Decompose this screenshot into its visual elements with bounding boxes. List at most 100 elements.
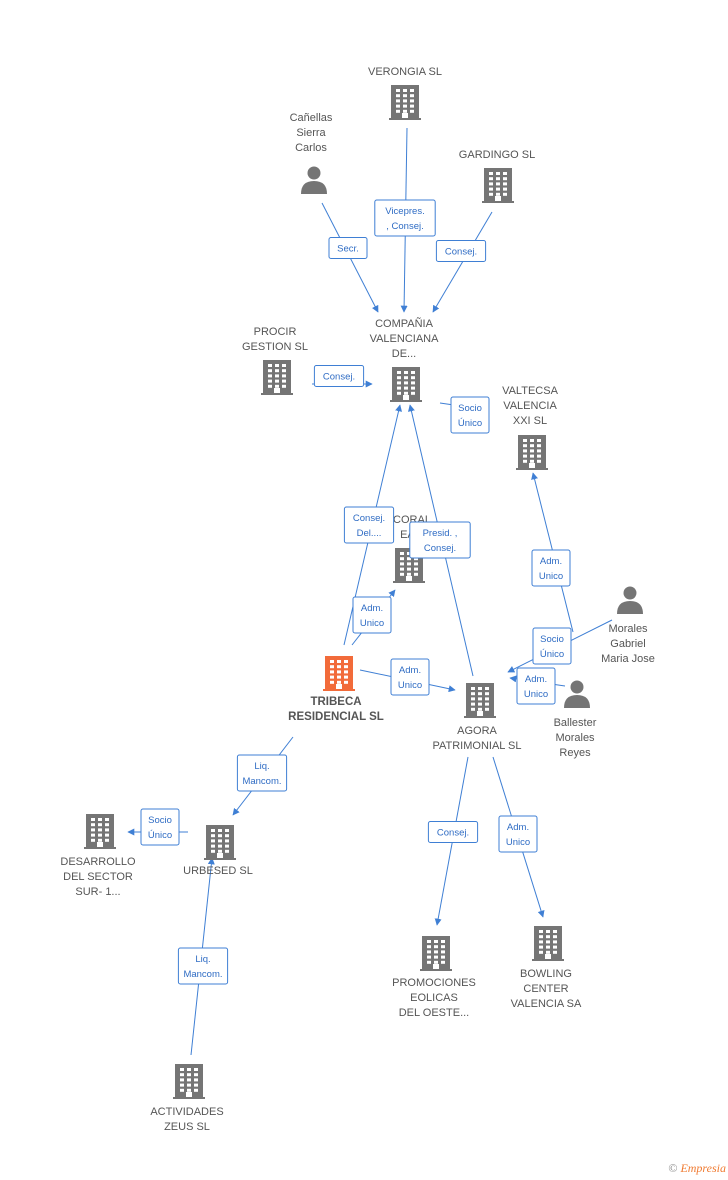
- node-label: Carlos: [295, 142, 327, 154]
- relation-label-box: [177, 947, 229, 985]
- relation-label-gardingo-to-compania[interactable]: Consej.: [435, 240, 487, 262]
- node-label: GESTION SL: [242, 341, 308, 353]
- relation-label-text: Unico: [524, 689, 548, 700]
- relation-label-text: Único: [540, 649, 564, 660]
- node-label: COMPAÑIA: [375, 317, 434, 330]
- relation-label-box: [343, 506, 395, 544]
- relation-label-verongia-to-compania[interactable]: Vicepres., Consej.: [374, 199, 436, 237]
- node-label: Gabriel: [610, 638, 645, 650]
- node-label: VALENCIANA: [370, 333, 440, 345]
- relation-label-text: Consej.: [323, 372, 355, 383]
- edges-layer: [127, 127, 613, 1056]
- relation-label-box: [427, 821, 479, 843]
- relation-label-actividades-to-urbesed[interactable]: Liq.Mancom.: [177, 947, 229, 985]
- relation-label-text: Unico: [360, 618, 384, 629]
- node-label: SUR- 1...: [75, 886, 120, 898]
- node-compania[interactable]: COMPAÑIA VALENCIANA DE...: [370, 317, 440, 402]
- company-building-icon: [420, 936, 452, 971]
- relation-labels-layer: Vicepres., Consej. Secr. Consej. Consej. Soc…: [140, 199, 572, 985]
- relation-label-text: Liq.: [254, 761, 269, 772]
- person-icon: [617, 586, 643, 614]
- relation-label-text: Adm.: [399, 665, 421, 676]
- relation-label-text: Unico: [398, 680, 422, 691]
- node-gardingo[interactable]: GARDINGO SL: [459, 149, 535, 203]
- node-label: VALTECSA: [502, 385, 558, 397]
- relation-label-tribeca-to-compania[interactable]: Consej.Del....: [343, 506, 395, 544]
- relation-label-text: Adm.: [507, 822, 529, 833]
- relation-label-text: Secr.: [337, 244, 359, 255]
- relation-label-canellas-to-compania[interactable]: Secr.: [328, 237, 368, 259]
- company-building-icon: [516, 435, 548, 470]
- relation-label-box: [352, 596, 392, 634]
- relation-label-box: [450, 396, 490, 434]
- node-verongia[interactable]: VERONGIA SL: [368, 66, 442, 120]
- relation-label-box: [390, 658, 430, 696]
- company-building-icon: [173, 1064, 205, 1099]
- node-label: DESARROLLO: [60, 856, 136, 868]
- node-label: Maria Jose: [601, 653, 655, 665]
- company-building-icon: [84, 814, 116, 849]
- footer-brand[interactable]: © Empresia: [668, 1161, 726, 1176]
- node-label: Sierra: [296, 127, 326, 139]
- relation-label-morales-to-valtecsa[interactable]: Adm.Unico: [531, 549, 571, 587]
- node-valtecsa[interactable]: VALTECSA VALENCIA XXI SL: [502, 385, 559, 470]
- node-label: RESIDENCIAL SL: [288, 711, 384, 723]
- relation-label-text: Liq.: [195, 954, 210, 965]
- company-building-icon: [532, 926, 564, 961]
- relation-label-ballester-to-agora[interactable]: Adm.Unico: [516, 667, 556, 705]
- relation-label-text: Socio: [458, 403, 482, 414]
- relation-label-box: [374, 199, 436, 237]
- node-label: Morales: [555, 732, 595, 744]
- relation-label-box: [236, 754, 288, 792]
- relation-label-text: Socio: [540, 634, 564, 645]
- relation-label-box: [498, 815, 538, 853]
- node-desarrollo[interactable]: DESARROLLO DEL SECTOR SUR- 1...: [60, 814, 136, 898]
- company-building-icon: [390, 367, 422, 402]
- relation-label-procir-to-compania[interactable]: Consej.: [313, 365, 365, 387]
- node-label: PROMOCIONES: [392, 977, 476, 989]
- node-label: VERONGIA SL: [368, 66, 442, 78]
- company-building-icon: [464, 683, 496, 718]
- relation-label-text: Socio: [148, 815, 172, 826]
- node-label: VALENCIA SA: [511, 998, 582, 1010]
- node-label: Ballester: [554, 717, 597, 729]
- node-label: VALENCIA: [503, 400, 557, 412]
- relation-label-text: Único: [148, 830, 172, 841]
- node-label: DEL SECTOR: [63, 871, 133, 883]
- relation-label-text: Adm.: [361, 603, 383, 614]
- relation-label-agora-to-bowling[interactable]: Adm.Unico: [498, 815, 538, 853]
- relation-label-text: Mancom.: [242, 776, 281, 787]
- node-urbesed[interactable]: URBESED SL: [183, 825, 253, 877]
- company-building-icon: [204, 825, 236, 860]
- node-label: Morales: [608, 623, 648, 635]
- relation-label-box: [516, 667, 556, 705]
- node-label: ACTIVIDADES: [150, 1106, 223, 1118]
- relation-label-tribeca-to-coral[interactable]: Adm. Unico: [352, 596, 392, 634]
- relation-label-tribeca-to-urbesed[interactable]: Liq. Mancom.: [236, 754, 288, 792]
- copyright-mark: ©: [668, 1161, 678, 1175]
- relation-label-agora-to-compania[interactable]: Presid. ,Consej.: [409, 521, 471, 559]
- relation-label-box: [531, 549, 571, 587]
- focus-company-building-icon: [323, 656, 355, 691]
- relation-label-tribeca-to-agora[interactable]: Adm. Unico: [390, 658, 430, 696]
- node-label: DE...: [392, 348, 416, 360]
- node-label: XXI SL: [513, 415, 547, 427]
- brand-logo-text: Empresia: [680, 1161, 726, 1175]
- relation-label-box: [532, 627, 572, 665]
- relation-label-text: Consej.: [353, 513, 385, 524]
- relation-label-agora-to-promociones[interactable]: Consej.: [427, 821, 479, 843]
- relation-label-text: Consej.: [437, 828, 469, 839]
